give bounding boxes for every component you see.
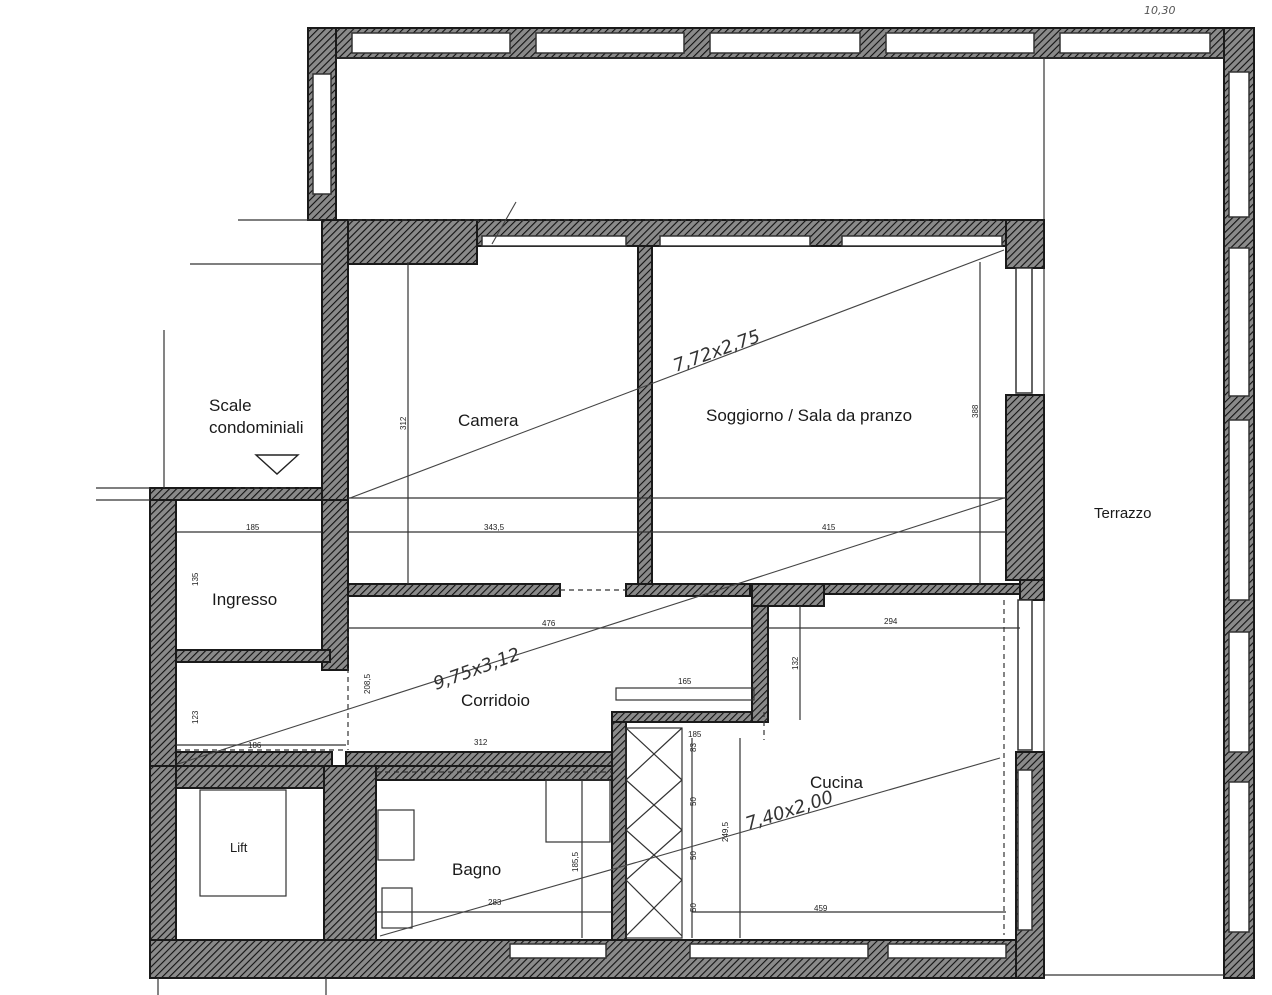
room-camera-label: Camera — [458, 411, 519, 430]
lift-label: Lift — [230, 840, 248, 855]
dim-label: 476 — [542, 619, 556, 628]
fixtures — [199, 687, 755, 929]
guide-lines — [176, 262, 1020, 938]
external-lines — [96, 219, 327, 995]
soggiorno-diag-note: 7,72x2,75 — [671, 326, 764, 377]
dim-label: 132 — [791, 656, 800, 670]
dim-label: 415 — [822, 523, 836, 532]
dim-label: 312 — [399, 416, 408, 430]
dim-label: 294 — [884, 617, 898, 626]
dim-label: 249,5 — [721, 821, 730, 842]
dim-label: 185 — [688, 730, 702, 739]
dim-label: 50 — [689, 797, 698, 806]
terrace-walls — [307, 27, 1255, 979]
interior-walls — [149, 245, 1021, 941]
dim-label: 283 — [488, 898, 502, 907]
dim-label: 186 — [248, 741, 262, 750]
dim-label: 312 — [474, 738, 488, 747]
dim-label: 185,5 — [571, 851, 580, 872]
cucina-diag-note: 7,40x2,00 — [743, 787, 836, 835]
stairs-label-line2: condominiali — [209, 418, 304, 437]
dashed-lines — [176, 219, 1005, 935]
dim-label: 208,5 — [363, 673, 372, 694]
diagonal-measure-lines — [177, 201, 1005, 937]
apartment-windows — [481, 235, 1033, 959]
dim-label: 135 — [191, 572, 200, 586]
dim-label: 123 — [191, 710, 200, 724]
dim-label: 343,5 — [484, 523, 505, 532]
corridoio-diag-note: 9,75x3,12 — [431, 644, 524, 695]
room-soggiorno-label: Soggiorno / Sala da pranzo — [706, 406, 912, 425]
top-right-note: 10,30 — [1144, 4, 1176, 17]
dim-label: 83 — [689, 743, 698, 752]
room-ingresso-label: Ingresso — [212, 590, 277, 609]
room-bagno-label: Bagno — [452, 860, 501, 879]
dim-label: 165 — [678, 677, 692, 686]
dim-label: 185 — [246, 523, 260, 532]
dimension-labels: 185 343,5 415 312 388 135 476 294 208,5 … — [191, 404, 980, 913]
dim-label: 50 — [689, 903, 698, 912]
room-cucina-label: Cucina — [810, 773, 863, 792]
stair-crosses — [625, 727, 683, 939]
apartment-walls — [149, 219, 1045, 979]
stairs-label-line1: Scale — [209, 396, 252, 415]
room-corridoio-label: Corridoio — [461, 691, 530, 710]
dim-label: 50 — [689, 851, 698, 860]
room-terrazzo-label: Terrazzo — [1094, 505, 1152, 522]
dim-label: 459 — [814, 904, 828, 913]
stairs-arrow-icon — [254, 454, 300, 475]
dim-label: 388 — [971, 404, 980, 418]
